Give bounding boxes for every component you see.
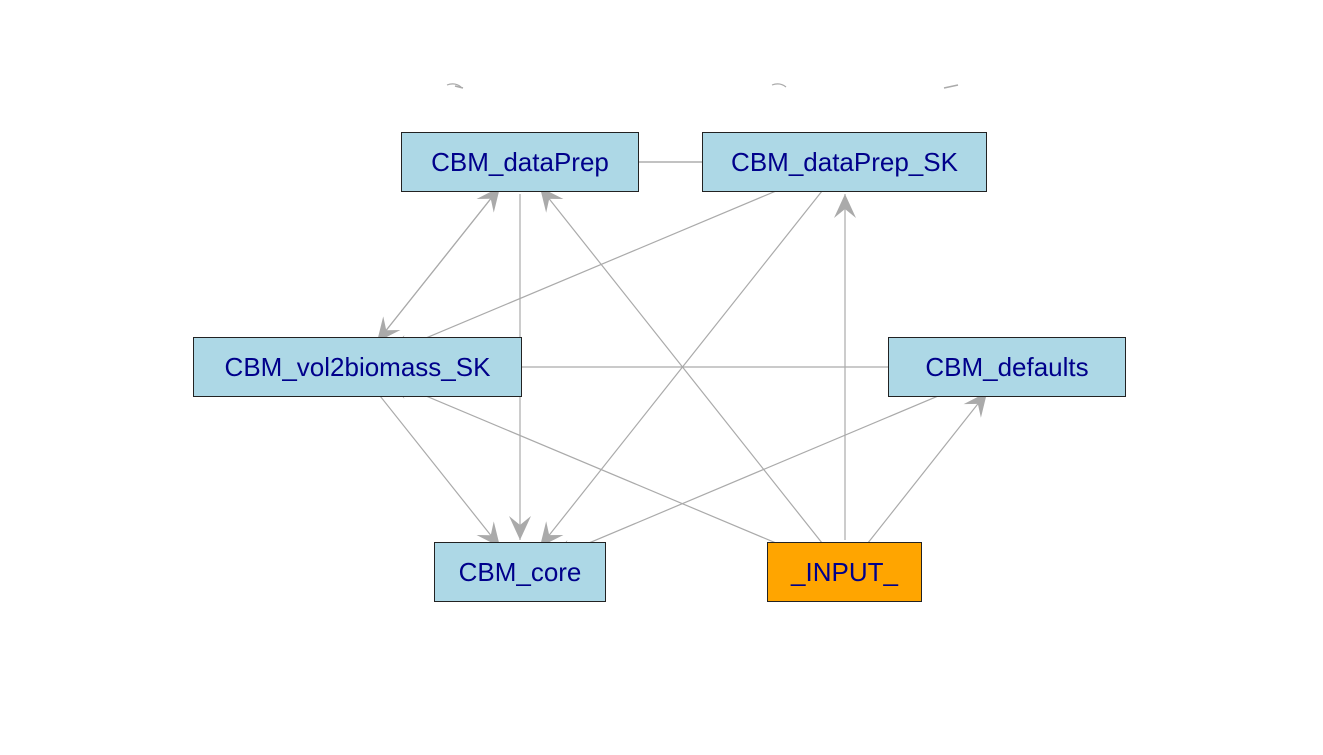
edge--input--to-cbm-dataprep (539, 186, 826, 548)
edge-cbm-vol2biomass-sk-to-cbm-dataprep-arrowhead (476, 187, 501, 213)
node-input: _INPUT_ (767, 542, 922, 602)
node-cbm-vol2biomass-sk: CBM_vol2biomass_SK (193, 337, 522, 397)
edge-cbm-dataprep-to-cbm-core-arrowhead (509, 516, 531, 540)
clipped-loop-stub-1 (454, 85, 464, 89)
edge--input--to-cbm-dataprep-arrowhead (539, 187, 564, 213)
edge-cbm-dataprep-to-cbm-vol2biomass-sk-arrowhead (376, 316, 401, 342)
edge--input--to-cbm-defaults-arrowhead (963, 392, 988, 418)
edge--input--to-cbm-defaults (864, 391, 988, 548)
node-cbm-dataprep: CBM_dataPrep (401, 132, 639, 192)
edge-cbm-dataprep-to-cbm-dataprep-self-loop (446, 83, 462, 88)
edge--input--to-cbm-vol2biomass-sk (386, 378, 816, 561)
node-cbm-dataprep-sk: CBM_dataPrep_SK (702, 132, 987, 192)
edge-cbm-dataprep-sk-to-cbm-core-arrowhead (539, 521, 564, 547)
edge--input--to--input--self-loop (771, 83, 787, 88)
edge--input--to-cbm-dataprep-sk-arrowhead (834, 194, 856, 218)
clipped-loop-stub-2 (943, 84, 959, 89)
node-cbm-defaults: CBM_defaults (888, 337, 1126, 397)
edge-cbm-vol2biomass-sk-to-cbm-core-arrowhead (476, 521, 501, 547)
edge-cbm-vol2biomass-sk-to-cbm-dataprep (376, 186, 501, 343)
edge-cbm-vol2biomass-sk-to-cbm-core (376, 391, 501, 548)
node-cbm-core: CBM_core (434, 542, 606, 602)
